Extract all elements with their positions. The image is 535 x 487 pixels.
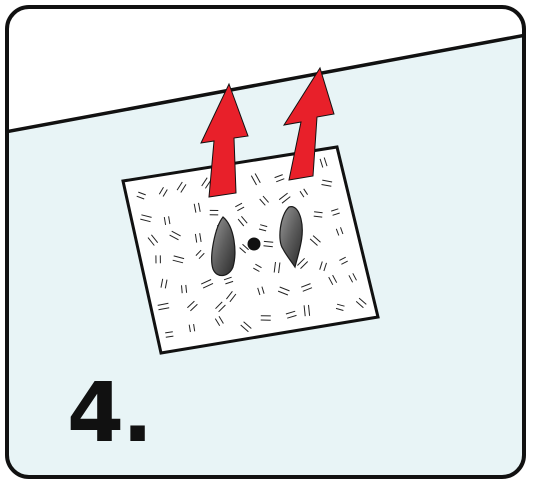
nail-hole-icon (248, 238, 261, 251)
step-number: 4. (67, 373, 151, 455)
adhesive-patch (123, 147, 378, 353)
felt-stroke (182, 285, 183, 293)
instruction-panel: 4. (5, 5, 526, 479)
